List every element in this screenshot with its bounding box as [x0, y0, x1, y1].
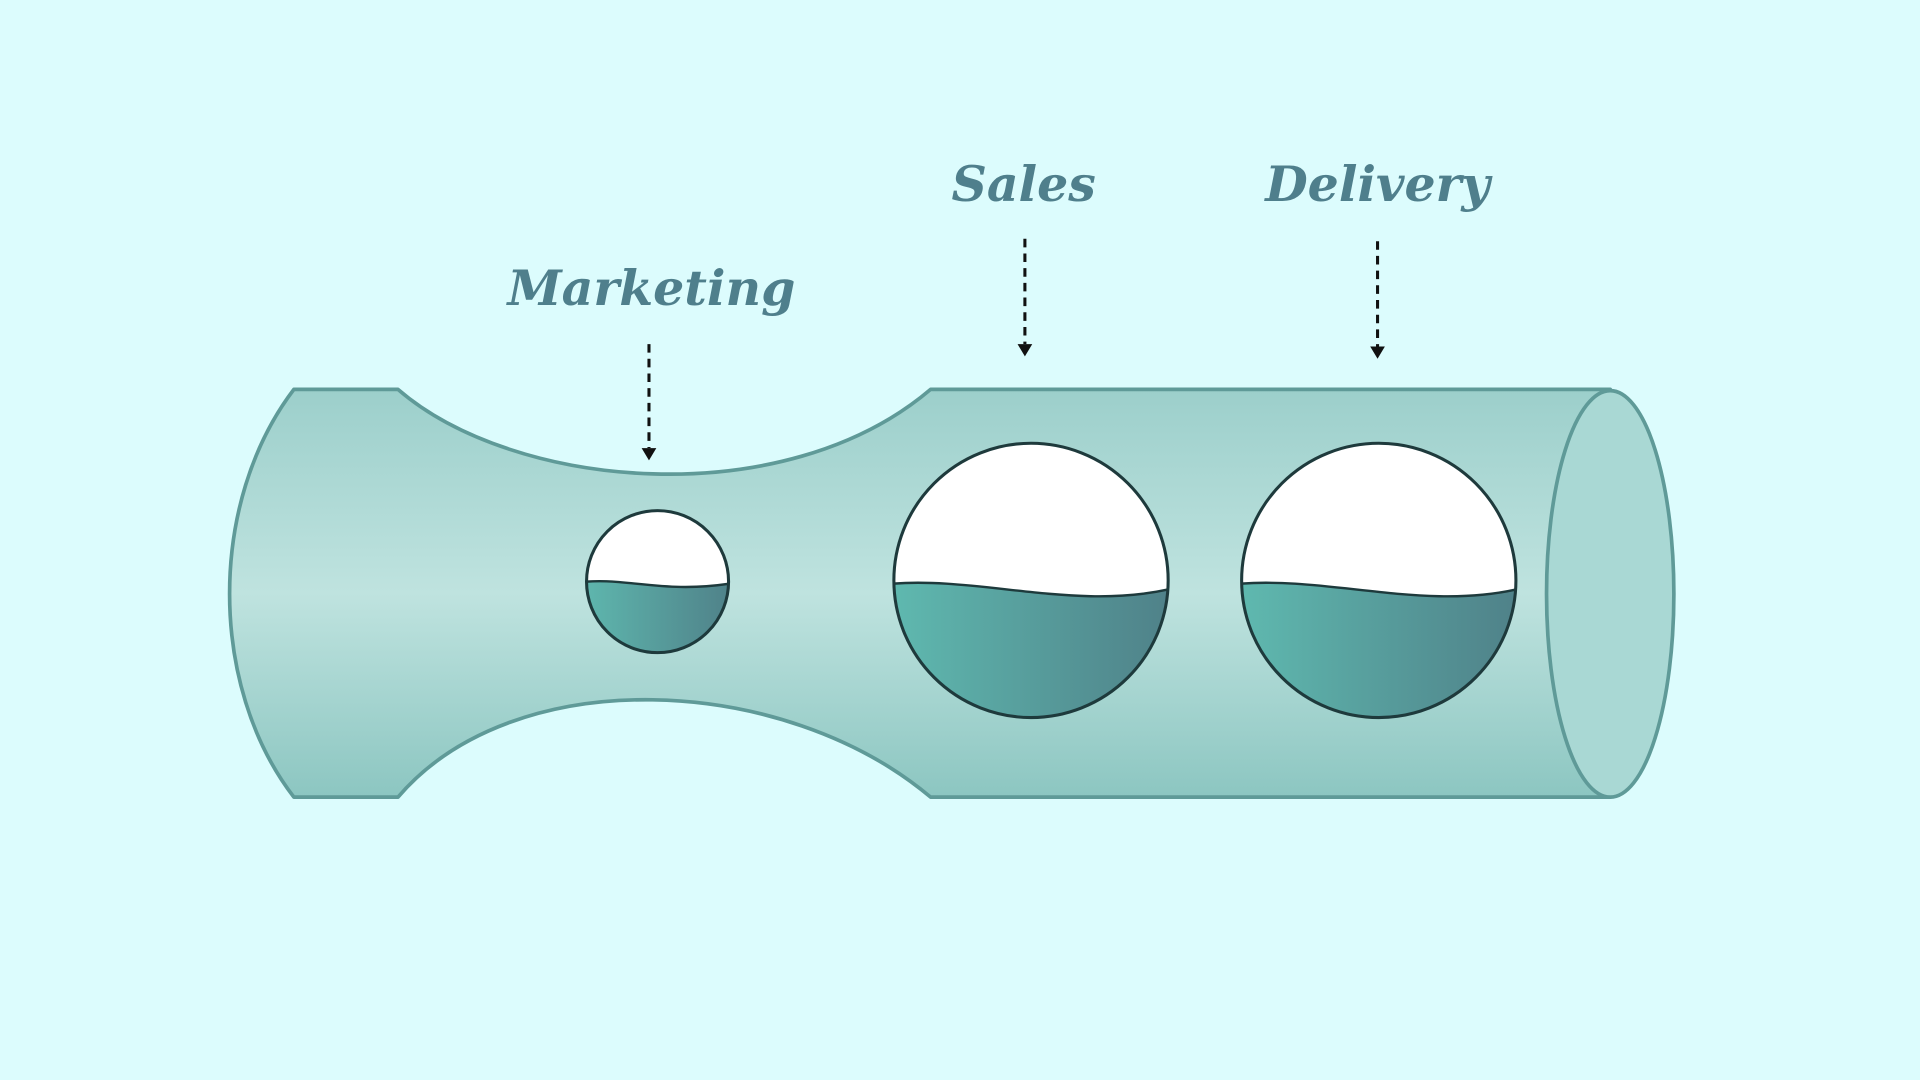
label-delivery: Delivery [1263, 155, 1493, 213]
sales-gauge [892, 441, 1170, 720]
label-sales: Sales [951, 155, 1095, 213]
pipe-opening [1544, 388, 1676, 799]
label-marketing: Marketing [505, 259, 795, 317]
arrow-delivery [1370, 241, 1385, 359]
arrow-marketing [641, 344, 657, 461]
arrow-sales [1017, 238, 1033, 357]
delivery-gauge [1240, 441, 1518, 720]
